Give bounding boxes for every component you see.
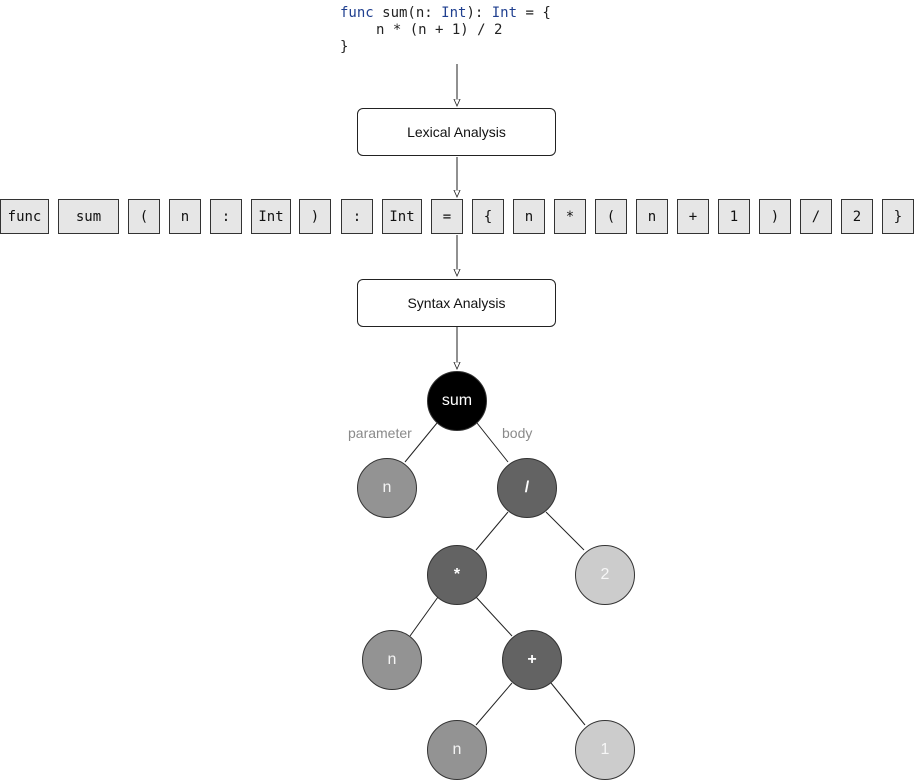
token: ) — [759, 199, 791, 234]
token: : — [341, 199, 373, 234]
ast-param-node: n — [357, 458, 417, 518]
ast-root-node: sum — [427, 371, 487, 431]
token: 1 — [718, 199, 750, 234]
syntax-analysis-box: Syntax Analysis — [357, 279, 556, 327]
token: 2 — [841, 199, 873, 234]
tree-edge — [475, 682, 513, 726]
ast-divide-node: / — [497, 458, 557, 518]
token: ( — [128, 199, 160, 234]
tree-edge — [545, 511, 585, 551]
tree-edge — [475, 511, 509, 551]
tree-edge — [404, 422, 438, 463]
token: : — [210, 199, 242, 234]
edge-label-parameter: parameter — [348, 425, 412, 441]
ast-multiply-node: * — [427, 545, 487, 605]
code-body: n * (n + 1) / 2 — [376, 22, 503, 38]
ast-variable-node: n — [362, 630, 422, 690]
token: * — [554, 199, 586, 234]
ast-literal-two-node: 2 — [575, 545, 635, 605]
token: sum — [58, 199, 119, 234]
code-separator: ): — [466, 5, 492, 21]
tree-edge — [409, 596, 439, 637]
edge-label-body: body — [502, 425, 533, 441]
code-open-brace: = { — [517, 5, 551, 21]
token: Int — [382, 199, 422, 234]
token: ) — [299, 199, 331, 234]
token: func — [0, 199, 49, 234]
token: } — [882, 199, 914, 234]
ast-plus-node: + — [502, 630, 562, 690]
ast-literal-one-node: 1 — [575, 720, 635, 780]
code-return-type: Int — [491, 5, 518, 21]
source-code: func sum(n: Int): Int = { n * (n + 1) / … — [340, 5, 551, 56]
code-keyword: func — [340, 5, 374, 21]
tree-edge — [550, 682, 586, 726]
token: n — [513, 199, 545, 234]
ast-variable-node: n — [427, 720, 487, 780]
token: { — [472, 199, 504, 234]
code-param-type: Int — [441, 5, 467, 21]
lexical-analysis-box: Lexical Analysis — [357, 108, 556, 156]
code-close-brace: } — [340, 39, 349, 55]
tree-edge — [475, 596, 513, 637]
token: = — [431, 199, 463, 234]
token: / — [800, 199, 832, 234]
token: n — [169, 199, 201, 234]
code-signature: sum(n: — [373, 5, 442, 21]
token: + — [677, 199, 709, 234]
token: ( — [595, 199, 627, 234]
tree-edge — [476, 422, 509, 463]
token: Int — [251, 199, 291, 234]
token-stream: func sum ( n : Int ) : Int = { n * ( n +… — [0, 199, 914, 235]
token: n — [636, 199, 668, 234]
